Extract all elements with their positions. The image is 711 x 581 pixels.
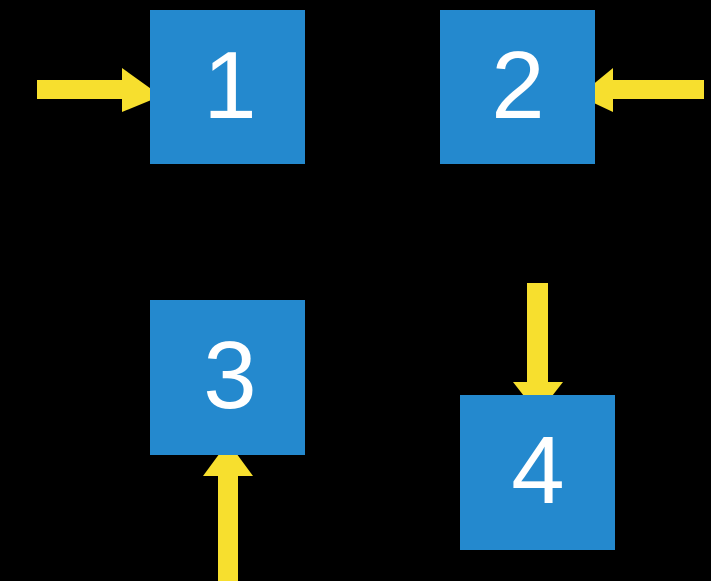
- arrow-into-box-2-icon: [579, 68, 704, 112]
- box-4[interactable]: [460, 395, 615, 550]
- box-1[interactable]: [150, 10, 305, 164]
- box-3[interactable]: [150, 300, 305, 455]
- box-2[interactable]: [440, 10, 595, 164]
- arrow-into-box-4-icon: [513, 283, 563, 414]
- arrow-into-box-1-icon: [37, 68, 161, 112]
- arrow-into-box-3-icon: [203, 442, 253, 581]
